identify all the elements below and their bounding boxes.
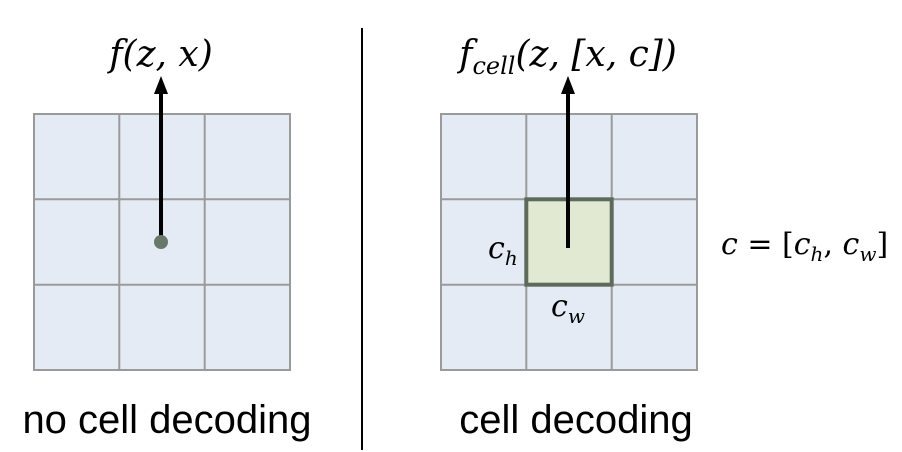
left-arrow-head [154,76,168,94]
left-panel: f(z, x) no cell decoding [22,34,311,442]
right-formula-subscript: cell [472,52,515,80]
left-formula-args: (z, x) [123,34,213,75]
right-caption: cell decoding [459,398,693,442]
right-arrow-head [561,76,575,94]
cell-width-label: cw [551,289,585,328]
right-panel: fcell(z, [x, c]) ch cw c = [ch, cw] cell… [440,34,888,442]
cell-height-label: ch [488,231,518,270]
query-point-dot [154,235,168,249]
left-caption: no cell decoding [22,398,311,442]
left-formula: f(z, x) [106,34,213,75]
right-formula-args: (z, [x, c]) [515,34,676,75]
right-formula: fcell(z, [x, c]) [456,34,677,80]
cell-shape-formula: c = [ch, cw] [721,227,888,266]
